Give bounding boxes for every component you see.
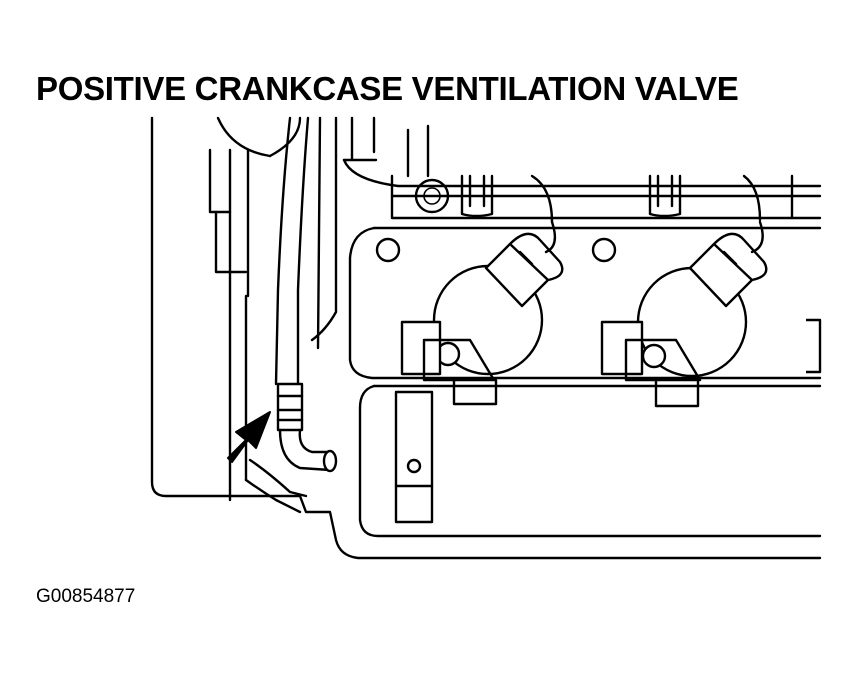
pointer-arrow-icon xyxy=(227,411,271,463)
hose-assembly xyxy=(208,116,822,502)
manifold-body xyxy=(348,226,822,380)
diagram-title: POSITIVE CRANKCASE VENTILATION VALVE xyxy=(36,70,739,107)
figure-id: G00854877 xyxy=(36,586,136,607)
ignition-coil-left xyxy=(400,220,564,406)
valve-cover-panel xyxy=(358,384,822,538)
ignition-coil-right xyxy=(600,220,822,408)
pcv-valve xyxy=(244,382,338,514)
cylinder-head-outline xyxy=(150,116,822,560)
upper-rail xyxy=(390,124,822,224)
